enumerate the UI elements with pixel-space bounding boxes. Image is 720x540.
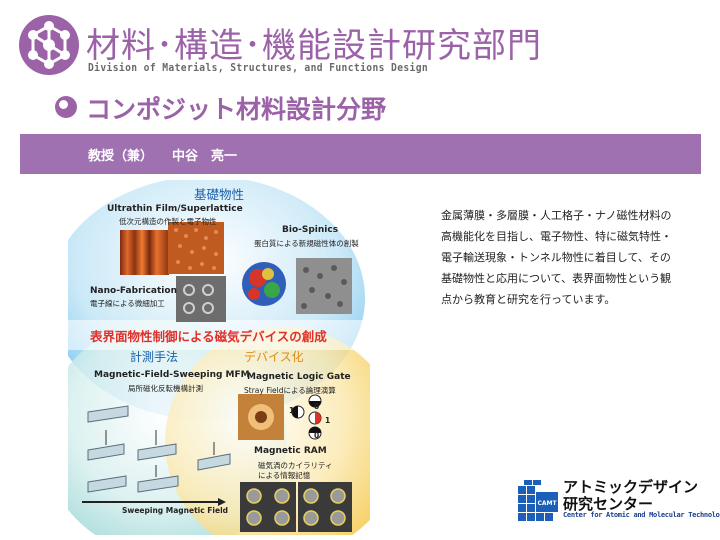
description-line: 電子輸送現象・トンネル物性に着目して、その (441, 251, 671, 264)
label-nano-en: Nano-Fabrication (90, 286, 177, 296)
camt-badge: CAMT (537, 500, 557, 507)
figure-heading-fundamentals: 基礎物性 (194, 187, 245, 202)
division-title-en: Division of Materials, Structures, and F… (88, 62, 429, 74)
research-description: 金属薄膜・多層膜・人工格子・ナノ磁性材料の 高機能化を目指し、電子物性、特に磁気… (441, 205, 703, 310)
staff-role: 教授（兼） (88, 149, 154, 164)
logic-bit-a: 0 (314, 402, 320, 411)
description-line: 金属薄膜・多層膜・人工格子・ナノ磁性材料の (441, 209, 672, 222)
label-logic-jp: Stray Fieldによる論理演算 (244, 386, 336, 395)
camt-cube-icon: CAMT (518, 480, 558, 521)
description-line: 点から教育と研究を行っています。 (441, 293, 616, 306)
description-line: 高機能化を目指し、電子物性、特に磁気特性・ (441, 230, 672, 243)
figure-graphics (68, 180, 370, 535)
research-figure: 基礎物性 Ultrathin Film/Superlattice 低次元構造の作… (68, 180, 370, 535)
label-mfm-jp: 局所磁化反転機構計測 (128, 384, 203, 393)
molecule-icon (19, 15, 79, 75)
logic-bit-c: 0 (314, 431, 320, 440)
label-ram-en: Magnetic RAM (254, 446, 327, 456)
figure-heading-center: 表界面物性制御による磁気デバイスの創成 (90, 329, 327, 344)
section-bullet-icon (55, 96, 77, 118)
label-logic-en: Magnetic Logic Gate (247, 372, 351, 382)
label-ultrathin-en: Ultrathin Film/Superlattice (107, 204, 243, 214)
label-bio-en: Bio-Spinics (282, 225, 339, 235)
label-ram-jp1: 磁気渦のカイラリティ (258, 461, 333, 470)
description-line: 基礎物性と応用について、表界面物性という観 (441, 272, 672, 285)
center-name-jp-line1: アトミックデザイン (563, 478, 699, 496)
label-ram-jp2: による情報記憶 (258, 471, 311, 480)
figure-heading-devices: デバイス化 (244, 350, 304, 364)
center-name-en: Center for Atomic and Molecular Technolo… (563, 511, 720, 519)
label-ultrathin-jp: 低次元構造の作製と電子物性 (119, 217, 217, 226)
staff-band: 教授（兼） 中谷 亮一 (20, 134, 701, 174)
staff-name: 中谷 亮一 (172, 149, 238, 164)
figure-heading-measurement: 計測手法 (130, 350, 179, 364)
label-mfm-en: Magnetic-Field-Sweeping MFM (94, 370, 250, 380)
logic-bit-out: 1 (325, 416, 331, 425)
label-nano-jp: 電子線による微細加工 (90, 299, 165, 308)
label-bio-jp: 蛋白質による新規磁性体の創製 (254, 239, 359, 248)
division-title-jp: 材料･構造･機能設計研究部門 (86, 26, 542, 66)
logic-bit-b: 1 (289, 406, 295, 415)
label-sweep-field: Sweeping Magnetic Field (122, 506, 229, 515)
center-name-jp-line2: 研究センター (563, 495, 654, 513)
section-title: コンポジット材料設計分野 (86, 95, 387, 124)
